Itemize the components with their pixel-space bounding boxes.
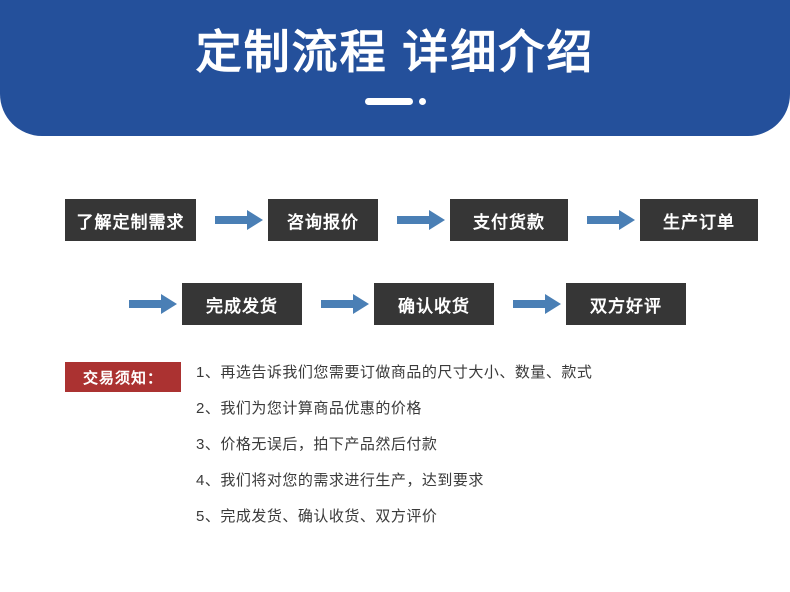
list-item: 4、我们将对您的需求进行生产，达到要求 [196,472,484,489]
list-item: 1、再选告诉我们您需要订做商品的尺寸大小、数量、款式 [196,364,593,381]
flow-step-box: 咨询报价 [268,199,378,241]
notice-list: 1、再选告诉我们您需要订做商品的尺寸大小、数量、款式 2、我们为您计算商品优惠的… [196,362,756,542]
list-item: 5、完成发货、确认收货、双方评价 [196,508,438,525]
flow-step-box: 双方好评 [566,283,686,325]
flow-step-box: 生产订单 [640,199,758,241]
flow-step-box: 完成发货 [182,283,302,325]
title-divider-decoration [0,96,790,106]
notice-badge: 交易须知： [65,362,181,392]
divider-dot-icon [418,97,426,105]
process-flow-row-2: 完成发货 确认收货 双方好评 [0,283,790,325]
arrow-right-icon [586,209,636,231]
process-flow-row-1: 了解定制需求 咨询报价 支付货款 生产订单 [0,199,790,241]
arrow-right-icon [320,293,370,315]
header-banner: 定制流程 详细介绍 [0,0,790,136]
flow-step-box: 确认收货 [374,283,494,325]
list-item: 2、我们为您计算商品优惠的价格 [196,400,422,417]
flow-step-box: 了解定制需求 [65,199,196,241]
arrow-right-icon [214,209,264,231]
arrow-right-icon [128,293,178,315]
page-title: 定制流程 详细介绍 [195,26,595,78]
list-item: 3、价格无误后，拍下产品然后付款 [196,436,438,453]
divider-bar-icon [364,97,413,105]
flow-step-box: 支付货款 [450,199,568,241]
arrow-right-icon [512,293,562,315]
arrow-right-icon [396,209,446,231]
